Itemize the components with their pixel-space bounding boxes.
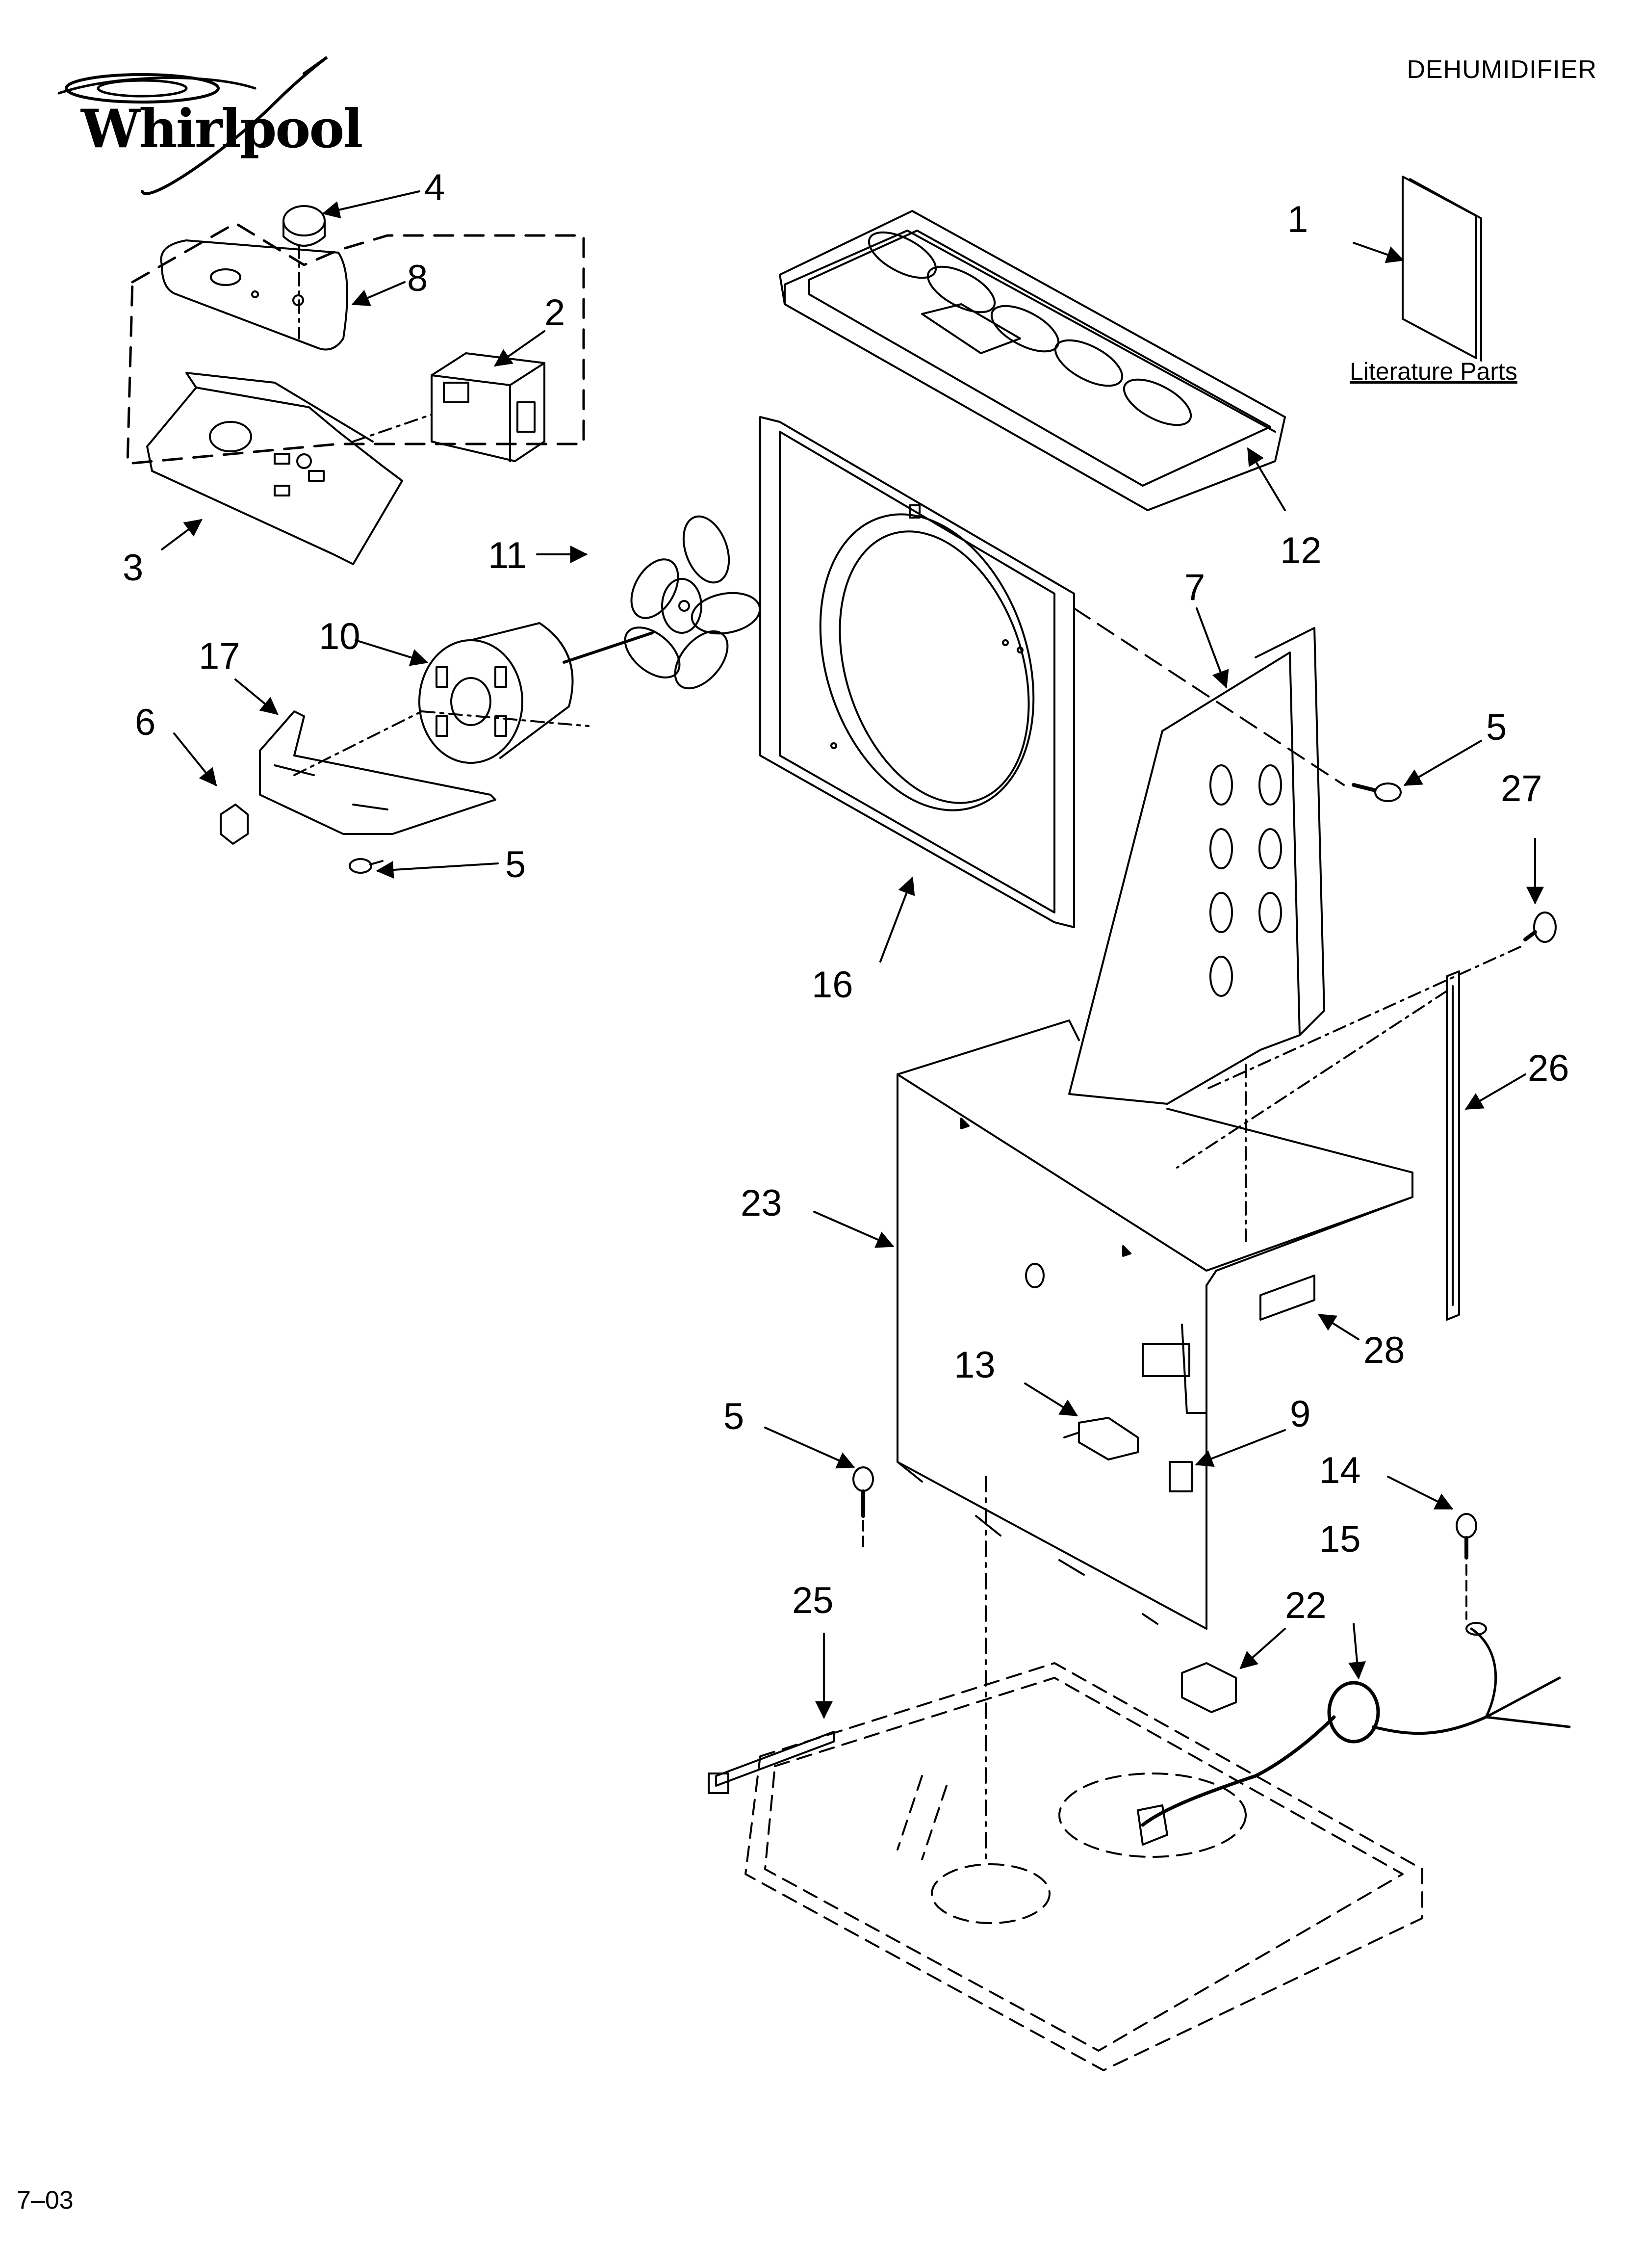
screw-part-5-right — [1352, 782, 1402, 802]
power-cord-part-15 — [1137, 1622, 1571, 1846]
page-title: DEHUMIDIFIER — [1407, 55, 1597, 84]
callout-2: 2 — [544, 292, 565, 334]
callout-1: 1 — [1287, 199, 1308, 240]
fan-shroud-part-16 — [759, 416, 1075, 928]
switch-part-13 — [1063, 1417, 1139, 1460]
knob-part-4 — [282, 205, 326, 339]
page-code: 7–03 — [17, 2186, 74, 2215]
side-rail-part-26 — [1176, 970, 1460, 1321]
control-module-group — [126, 222, 585, 465]
screw-part-14 — [1456, 1513, 1477, 1620]
callout-8: 8 — [407, 258, 428, 299]
callout-17: 17 — [199, 635, 240, 677]
nut-part-6 — [220, 804, 249, 845]
callout-15: 15 — [1319, 1518, 1361, 1560]
callout-3: 3 — [123, 547, 144, 589]
literature-parts-caption: Literature Parts — [1350, 358, 1517, 385]
callout-4: 4 — [424, 167, 445, 209]
callout-28: 28 — [1363, 1330, 1405, 1371]
top-cover-part-12 — [779, 210, 1286, 511]
screw-part-27 — [1206, 912, 1557, 1090]
callout-6: 6 — [135, 702, 156, 743]
bracket-part-28 — [1259, 1275, 1315, 1321]
switch-part-2 — [352, 352, 545, 462]
callout-13: 13 — [954, 1344, 996, 1386]
control-housing-part-3 — [146, 372, 403, 565]
fan-motor-part-10 — [418, 622, 654, 764]
callout-12: 12 — [1280, 530, 1322, 572]
literature-booklet-part-1 — [1402, 176, 1482, 362]
cable-tie-part-25 — [708, 1731, 835, 1794]
callout-25: 25 — [792, 1580, 834, 1621]
clamp-part-22 — [1181, 1662, 1237, 1713]
overlay-part-8 — [160, 239, 348, 351]
callout-9: 9 — [1290, 1393, 1311, 1435]
mounting-plate-part-7 — [1068, 607, 1345, 1242]
clip-part-9 — [1169, 1461, 1193, 1492]
brand-logo-text: Whirlpool — [81, 98, 363, 160]
base-pan — [744, 1662, 1423, 2071]
callout-27: 27 — [1501, 768, 1542, 809]
callout-5-lower: 5 — [723, 1396, 744, 1437]
callout-11: 11 — [488, 535, 527, 576]
callout-10: 10 — [319, 616, 360, 657]
whirlpool-logo-icon — [57, 55, 329, 195]
screw-part-5-lower — [852, 1466, 874, 1551]
callout-16: 16 — [812, 964, 853, 1006]
motor-bracket-part-17 — [259, 710, 590, 835]
callout-23: 23 — [741, 1182, 782, 1224]
callout-22: 22 — [1285, 1585, 1327, 1626]
callout-5-motor: 5 — [505, 844, 526, 886]
fan-blade-part-11 — [624, 515, 761, 690]
callout-5-right: 5 — [1486, 706, 1507, 748]
callout-leaders — [161, 190, 1544, 1719]
callout-14: 14 — [1319, 1450, 1361, 1491]
callout-26: 26 — [1528, 1047, 1569, 1089]
callout-7: 7 — [1184, 567, 1206, 608]
